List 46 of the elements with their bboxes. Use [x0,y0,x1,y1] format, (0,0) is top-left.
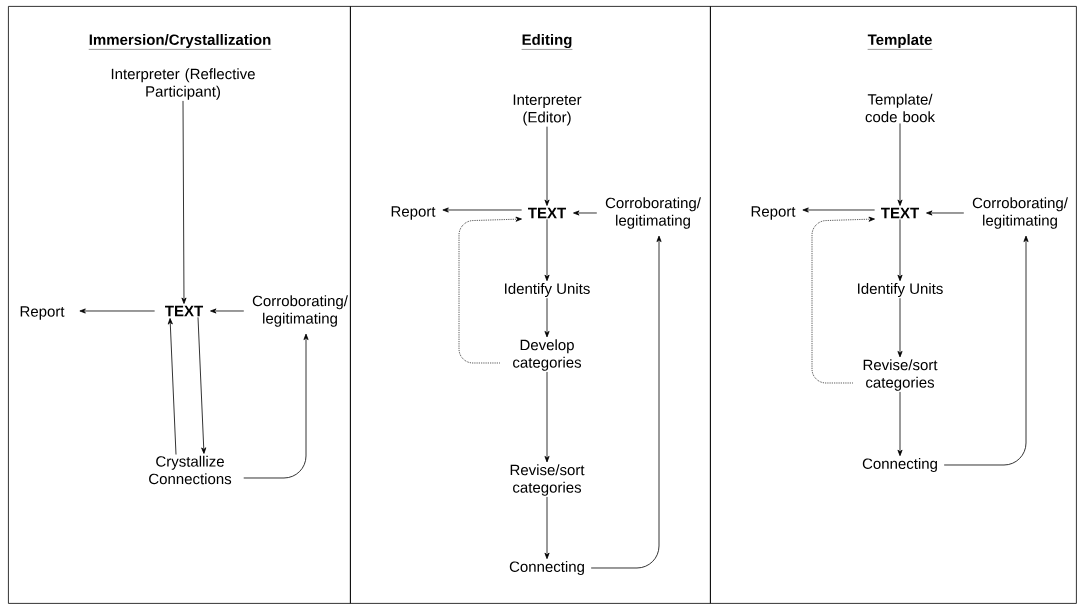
panel-heading: Immersion/Crystallization [88,34,272,50]
step-label: Corroborating/ legitimating [972,197,1068,229]
arrow [811,216,875,384]
arrow [943,235,1029,466]
arrow [573,210,598,216]
arrow [210,308,245,314]
step-label: Report [20,306,65,320]
arrow [544,218,550,282]
arrow [442,207,523,213]
arrow [926,210,965,216]
arrow [544,126,550,206]
arrow [243,333,309,479]
arrow [458,216,522,364]
step-label: Report [391,206,436,220]
step-label: Revise/sort categories [863,359,938,391]
arrow [897,218,903,282]
step-label: Corroborating/ legitimating [252,295,348,327]
arrow [167,318,177,455]
step-label: Identify Units [858,283,943,297]
step-label: Interpreter (Editor) [513,94,582,126]
arrow [590,235,662,569]
step-label: Crystallize Connections [149,455,232,485]
text-label: TEXT [881,207,919,219]
arrow [181,100,187,304]
step-label: Report [751,206,796,220]
step-label: Corroborating/ legitimating [605,197,701,229]
arrow [544,297,550,338]
arrow [802,207,876,213]
arrow [544,496,550,560]
arrow [79,308,156,314]
step-label: Template/ code book [865,93,936,123]
arrow [897,391,903,457]
text-label: TEXT [165,305,203,317]
step-label: Connecting [509,561,584,575]
step-label: Identify Units [505,283,590,297]
step-label: Interpreter (Reflective Participant) [111,68,255,100]
arrow [897,123,903,206]
step-label: Revise/sort categories [510,464,585,496]
text-label: TEXT [528,207,566,219]
arrow [897,297,903,358]
step-label: Connecting [862,458,937,472]
arrow [544,371,550,463]
panel-heading: Template [867,34,933,50]
panel-heading: Editing [521,33,573,50]
arrow [197,316,207,454]
step-label: Develop categories [513,339,582,371]
